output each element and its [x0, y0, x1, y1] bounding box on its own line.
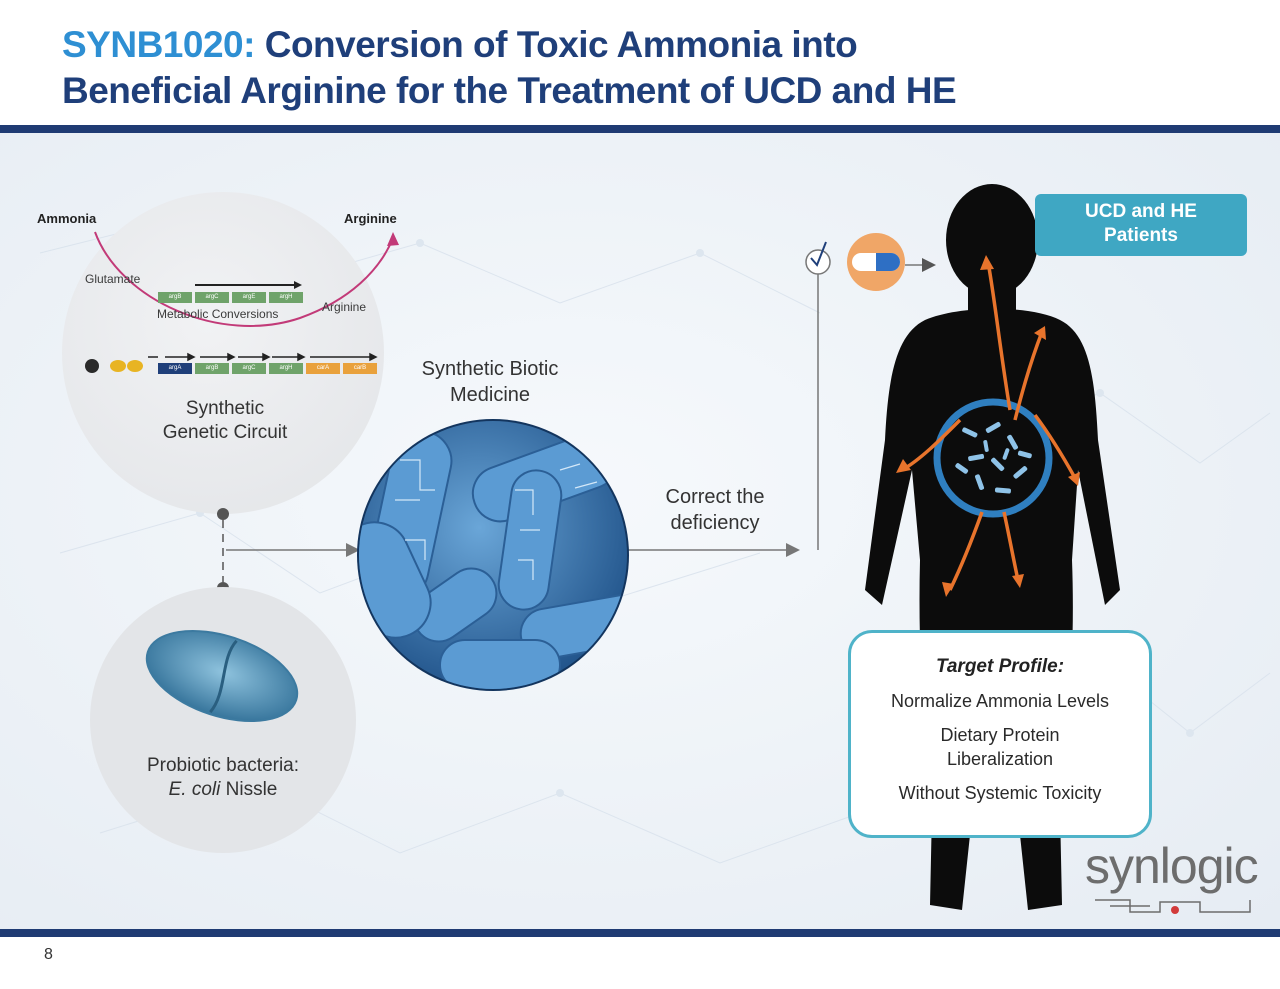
bacteria-cluster-image: [359, 421, 627, 689]
gene-block: argH: [269, 363, 303, 374]
medicine-line1: Synthetic Biotic: [421, 358, 559, 380]
medicine-label: Synthetic Biotic Medicine: [390, 356, 590, 408]
conversion-arrowhead: [387, 232, 399, 246]
metabolic-label: Metabolic Conversions: [157, 307, 279, 321]
correct-deficiency-label: Correct the deficiency: [630, 484, 800, 536]
gene-row-bottom: argA argB argC argH carA carB: [158, 363, 377, 374]
probiotic-label: Probiotic bacteria: E. coli Nissle: [110, 754, 336, 802]
page-number: 8: [44, 946, 53, 963]
promoter-icon: [110, 360, 126, 372]
probiotic-strain: Nissle: [220, 779, 278, 800]
gene-block: argE: [232, 292, 266, 303]
logo-dot: [1171, 906, 1179, 914]
profile-item-ammonia: Normalize Ammonia Levels: [890, 691, 1110, 711]
top-bar: [0, 125, 1280, 133]
medicine-line2: Medicine: [449, 384, 531, 406]
glutamate-label: Glutamate: [85, 272, 141, 286]
gene-block: argC: [195, 292, 229, 303]
profile-item-toxicity: Without Systemic Toxicity: [898, 783, 1102, 803]
genetic-circuit-circle: [62, 192, 384, 514]
target-profile-box: Target Profile: Normalize Ammonia Levels…: [848, 630, 1152, 838]
gene-block: argC: [232, 363, 266, 374]
gene-block: carA: [306, 363, 340, 374]
correct-line1: Correct the: [665, 486, 765, 508]
conversion-curve: [94, 231, 394, 327]
correct-line2: deficiency: [670, 512, 760, 534]
gene-block: carB: [343, 363, 377, 374]
title-accent: SYNB1020:: [62, 24, 255, 65]
title-line2: Beneficial Arginine for the Treatment of…: [62, 70, 957, 111]
regulator-icon: [85, 359, 99, 373]
circuit-arrows: [148, 352, 378, 362]
ammonia-label: Ammonia: [37, 211, 97, 226]
ecoli-image: [145, 629, 299, 723]
distribution-arrows: [901, 261, 1077, 591]
patients-box: UCD and HE Patients: [1035, 194, 1247, 256]
profile-item-protein: Dietary Protein Liberalization: [940, 725, 1060, 769]
logo-circuit-mark: [1095, 899, 1251, 913]
gut-bacteria-image: [955, 422, 1032, 494]
probiotic-line1: Probiotic bacteria:: [146, 755, 300, 776]
checkmark-icon: [810, 241, 827, 267]
genetic-circuit-line1: Synthetic: [185, 398, 265, 419]
gene-block: argB: [158, 292, 192, 303]
arginine-top-label: Arginine: [344, 211, 397, 226]
bottom-bar: [0, 929, 1280, 937]
genetic-circuit-label: Synthetic Genetic Circuit: [120, 397, 330, 445]
arrow-to-body: [922, 258, 936, 272]
gene-block: argA: [158, 363, 192, 374]
gene-row-top: argB argC argE argH: [158, 292, 303, 303]
title-line1: Conversion of Toxic Ammonia into: [254, 24, 858, 65]
promoter-icon-2: [127, 360, 143, 372]
probiotic-species: E. coli: [168, 779, 221, 800]
patients-line2: Patients: [1104, 225, 1178, 246]
arginine-mid-label: Arginine: [322, 300, 367, 314]
patients-line1: UCD and HE: [1085, 201, 1197, 222]
gene-block: argH: [269, 292, 303, 303]
probiotic-circle: [90, 587, 356, 853]
synlogic-logo: synlogic: [1085, 838, 1259, 894]
slide-title: SYNB1020: Conversion of Toxic Ammonia in…: [62, 22, 1242, 114]
target-profile-title: Target Profile:: [935, 656, 1065, 677]
genetic-circuit-line2: Genetic Circuit: [162, 422, 288, 443]
gene-block: argB: [195, 363, 229, 374]
connector-dot-top: [217, 508, 229, 520]
